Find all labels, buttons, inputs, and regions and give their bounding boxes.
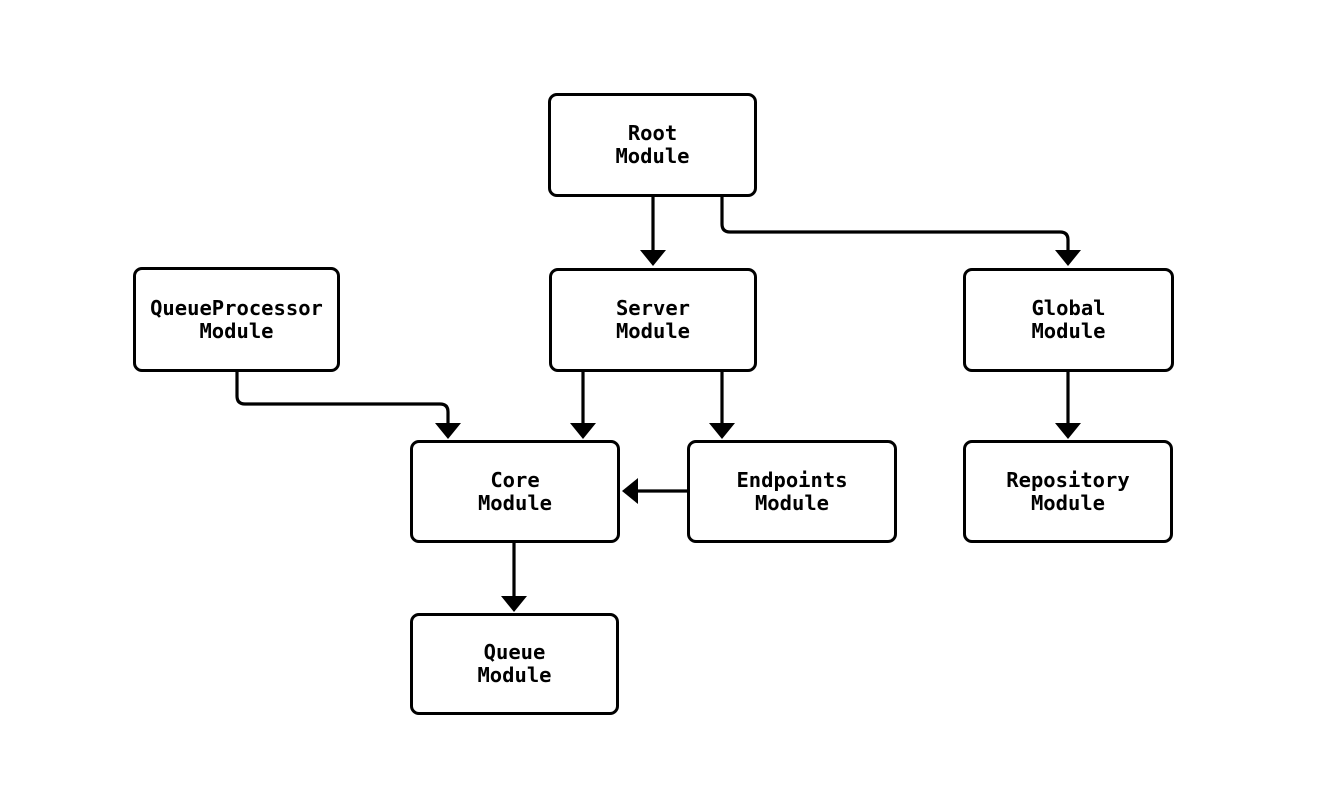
edge-server-to-core bbox=[570, 372, 596, 439]
node-server-module: Server Module bbox=[549, 268, 757, 372]
node-queue-module-label: Queue Module bbox=[477, 640, 552, 687]
edge-core-to-queue bbox=[501, 543, 527, 612]
node-server-module-label: Server Module bbox=[615, 296, 691, 343]
edge-server-to-endpoints bbox=[709, 372, 735, 439]
node-queue-processor-module: QueueProcessor Module bbox=[133, 267, 340, 372]
edge-root-to-server bbox=[640, 197, 666, 266]
node-repository-module-label: Repository Module bbox=[1006, 467, 1130, 515]
node-core-module-label: Core Module bbox=[477, 467, 553, 515]
edge-global-to-repository bbox=[1055, 372, 1081, 439]
node-queue-module: Queue Module bbox=[410, 613, 619, 715]
node-global-module: Global Module bbox=[963, 268, 1174, 372]
node-queue-processor-module-label: QueueProcessor Module bbox=[150, 295, 323, 343]
node-root-module-label: Root Module bbox=[615, 121, 690, 168]
node-endpoints-module-label: Endpoints Module bbox=[736, 467, 848, 515]
node-global-module-label: Global Module bbox=[1031, 296, 1106, 343]
node-repository-module: Repository Module bbox=[963, 440, 1173, 543]
node-root-module: Root Module bbox=[548, 93, 757, 197]
node-endpoints-module: Endpoints Module bbox=[687, 440, 897, 543]
edge-queue-processor-to-core bbox=[235, 372, 461, 439]
edge-root-to-global bbox=[720, 197, 1081, 266]
edge-endpoints-to-core bbox=[622, 478, 687, 504]
node-core-module: Core Module bbox=[410, 440, 620, 543]
